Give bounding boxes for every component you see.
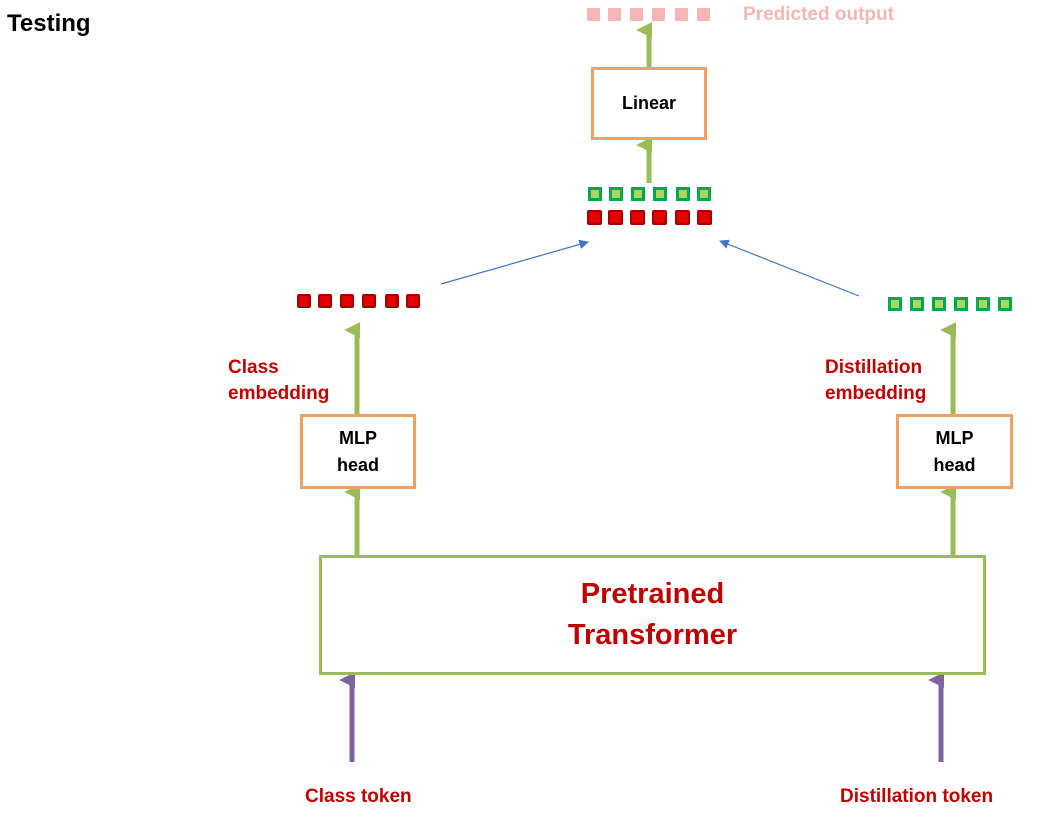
output-token — [697, 8, 710, 21]
output-token — [675, 8, 688, 21]
class-token-label: Class token — [305, 786, 412, 807]
class-token-cell — [652, 210, 667, 225]
output-token — [608, 8, 621, 21]
distillation-token-label: Distillation token — [840, 786, 994, 807]
distillation-embedding-cell — [976, 297, 990, 311]
class-embedding-cell — [362, 294, 376, 308]
linear-box: Linear — [591, 67, 707, 140]
class-embedding-cell — [318, 294, 332, 308]
output-token — [587, 8, 600, 21]
class-embedding-cell — [297, 294, 311, 308]
arrow-class-embedding-to-concat — [440, 239, 589, 285]
class-token-cell — [697, 210, 712, 225]
left-mlp-head-box: MLP head — [300, 414, 416, 489]
class-token-cell — [587, 210, 602, 225]
distillation-token-cell — [697, 187, 711, 201]
pretrained-transformer-box: Pretrained Transformer — [319, 555, 986, 675]
distillation-embedding-label-line2: embedding — [825, 383, 927, 404]
class-embedding-cell — [406, 294, 420, 308]
distillation-embedding-cell — [998, 297, 1012, 311]
class-embedding-label-line2: embedding — [228, 383, 330, 404]
distillation-embedding-cell — [888, 297, 902, 311]
linear-label: Linear — [621, 93, 677, 113]
output-token — [652, 8, 665, 21]
distillation-embedding-label-line1: Distillation — [825, 357, 923, 378]
transformer-label-line1: Pretrained — [580, 578, 725, 610]
distillation-token-cell — [609, 187, 623, 201]
distillation-token-cell — [653, 187, 667, 201]
class-embedding-cell — [340, 294, 354, 308]
arrow-distillation-embedding-to-concat — [719, 239, 860, 297]
class-token-cell — [608, 210, 623, 225]
class-embedding-label: Class embedding — [228, 355, 329, 407]
distillation-token-cell — [631, 187, 645, 201]
class-embedding-cell — [385, 294, 399, 308]
predicted-output-label: Predicted output — [743, 4, 894, 25]
left-mlp-label-line1: MLP — [338, 427, 377, 448]
class-embedding-label-line1: Class — [228, 357, 279, 378]
class-token-cell — [630, 210, 645, 225]
left-mlp-label-line2: head — [336, 454, 379, 475]
distillation-embedding-label: Distillation embedding — [825, 355, 926, 407]
diagram-title: Testing — [7, 10, 91, 37]
distillation-token-cell — [588, 187, 602, 201]
distillation-embedding-cell — [932, 297, 946, 311]
right-mlp-label-line2: head — [933, 454, 976, 475]
class-token-cell — [675, 210, 690, 225]
output-token — [630, 8, 643, 21]
right-mlp-head-box: MLP head — [896, 414, 1013, 489]
distillation-embedding-cell — [910, 297, 924, 311]
transformer-label-line2: Transformer — [567, 619, 738, 651]
distillation-embedding-cell — [954, 297, 968, 311]
right-mlp-label-line1: MLP — [935, 427, 974, 448]
distillation-token-cell — [676, 187, 690, 201]
